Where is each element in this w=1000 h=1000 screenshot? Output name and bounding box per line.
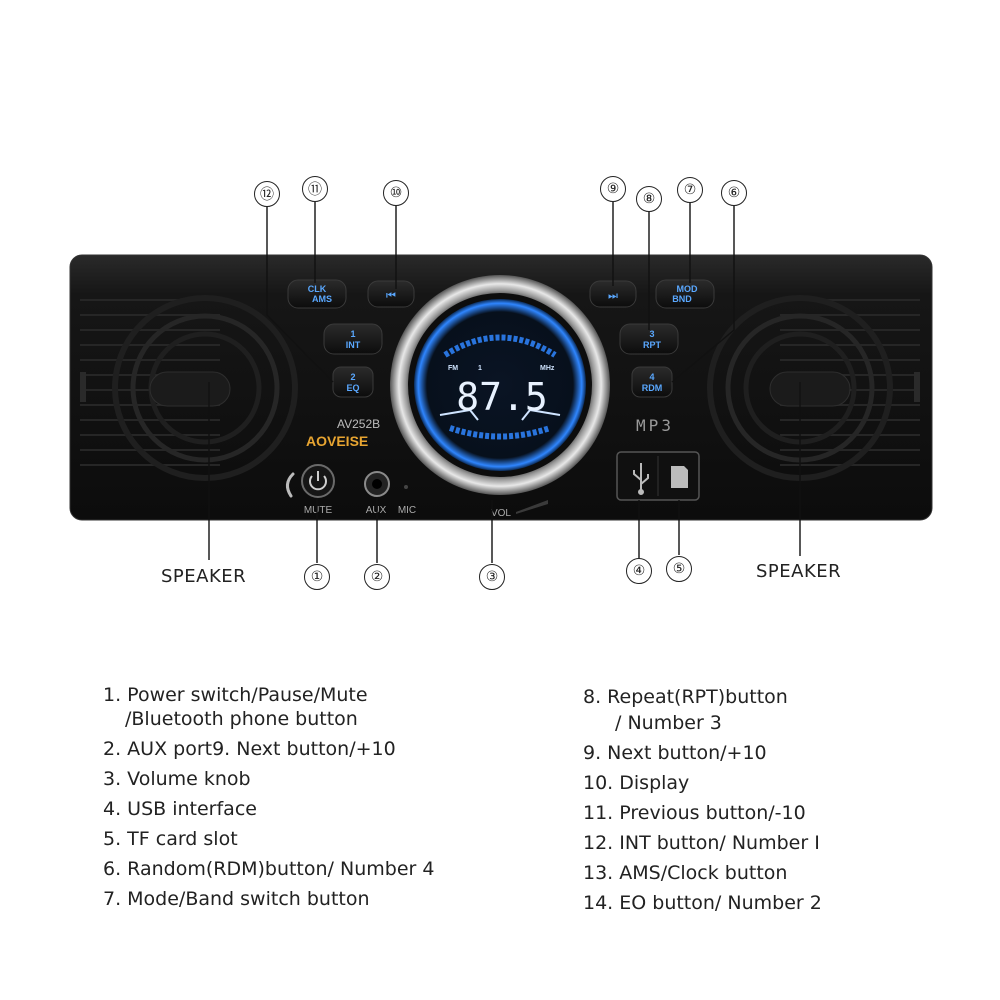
speaker-right-label: SPEAKER (756, 561, 842, 582)
brand-logo: AOVEISE (306, 433, 368, 449)
usb-icon (633, 463, 649, 495)
int-label-1: 1 (350, 329, 355, 339)
legend-item: 14. EO button/ Number 2 (583, 892, 822, 914)
int-label-2: INT (346, 340, 361, 350)
prev-icon: ⏮ (386, 289, 396, 302)
rpt-label-2: RPT (643, 340, 662, 350)
mod-bnd-button[interactable]: MOD BND (655, 279, 715, 309)
legend-item: 10. Display (583, 772, 690, 794)
legend-item: 2. AUX port9. Next button/+10 (103, 738, 396, 760)
mic-hole (404, 485, 408, 489)
legend-left: 1. Power switch/Pause/Mute /Bluetooth ph… (103, 680, 434, 914)
legend-item-continued: /Bluetooth phone button (125, 708, 358, 730)
display-screen (414, 299, 586, 471)
prev-button[interactable]: ⏮ (367, 280, 415, 308)
callout-1: ① (304, 564, 330, 590)
legend-item: 1. Power switch/Pause/Mute (103, 684, 368, 706)
display-frequency: 87.5 (456, 375, 548, 419)
power-mute-button[interactable] (301, 464, 335, 498)
legend-item: 5. TF card slot (103, 828, 238, 850)
clk-ams-label-2: AMS (312, 294, 332, 304)
legend-item-continued: / Number 3 (615, 712, 722, 734)
callout-12: ⑫ (254, 181, 280, 207)
tf-card-icon (671, 466, 688, 488)
rdm-button[interactable]: 4 RDM (631, 366, 673, 398)
callout-10: ⑩ (383, 180, 409, 206)
legend-item: 13. AMS/Clock button (583, 862, 788, 884)
mod-bnd-label-2: BND (672, 294, 692, 304)
callout-3: ③ (479, 564, 505, 590)
mp3-logo: MP3 (636, 416, 674, 435)
legend-item: 8. Repeat(RPT)button (583, 686, 788, 708)
callout-2: ② (364, 564, 390, 590)
legend-item: 4. USB interface (103, 798, 257, 820)
mic-label: MIC (398, 505, 416, 516)
speaker-left-label: SPEAKER (161, 566, 247, 587)
legend-right: 8. Repeat(RPT)button / Number 3 9. Next … (583, 682, 822, 918)
aux-label: AUX (366, 505, 387, 516)
callout-7: ⑦ (677, 177, 703, 203)
rpt-label-1: 3 (649, 329, 654, 339)
legend-item: 7. Mode/Band switch button (103, 888, 370, 910)
mod-bnd-label-1: MOD (677, 284, 698, 294)
mute-label: MUTE (304, 505, 333, 516)
legend-item: 12. INT button/ Number I (583, 832, 820, 854)
display-preset: 1 (478, 365, 482, 372)
callout-6: ⑥ (721, 180, 747, 206)
leader-lines (208, 202, 801, 563)
phone-icon (286, 472, 295, 498)
callout-9: ⑨ (600, 176, 626, 202)
right-speaker-grille (707, 295, 920, 481)
callout-4: ④ (626, 558, 652, 584)
model-label: AV252B (337, 417, 380, 431)
callout-8: ⑧ (636, 186, 662, 212)
callout-5: ⑤ (666, 556, 692, 582)
display-band: FM (448, 365, 458, 372)
rdm-label-2: RDM (642, 383, 663, 393)
rdm-label-1: 4 (649, 372, 654, 382)
next-icon: ⏭ (608, 289, 618, 302)
clk-ams-label-1: CLK (308, 284, 327, 294)
eq-label-2: EQ (346, 383, 359, 393)
int-button[interactable]: 1 INT (323, 323, 383, 355)
clk-ams-button[interactable]: CLK AMS (287, 279, 347, 309)
eq-button[interactable]: 2 EQ (332, 366, 374, 398)
legend-item: 11. Previous button/-10 (583, 802, 806, 824)
callout-11: ⑪ (302, 176, 328, 202)
vol-label: VOL (491, 508, 511, 519)
eq-label-1: 2 (350, 372, 355, 382)
legend-item: 3. Volume knob (103, 768, 251, 790)
display-unit: MHz (540, 365, 555, 372)
aux-port[interactable] (364, 471, 390, 497)
left-speaker-grille (80, 295, 298, 481)
legend-item: 6. Random(RDM)button/ Number 4 (103, 858, 435, 880)
legend-item: 9. Next button/+10 (583, 742, 767, 764)
